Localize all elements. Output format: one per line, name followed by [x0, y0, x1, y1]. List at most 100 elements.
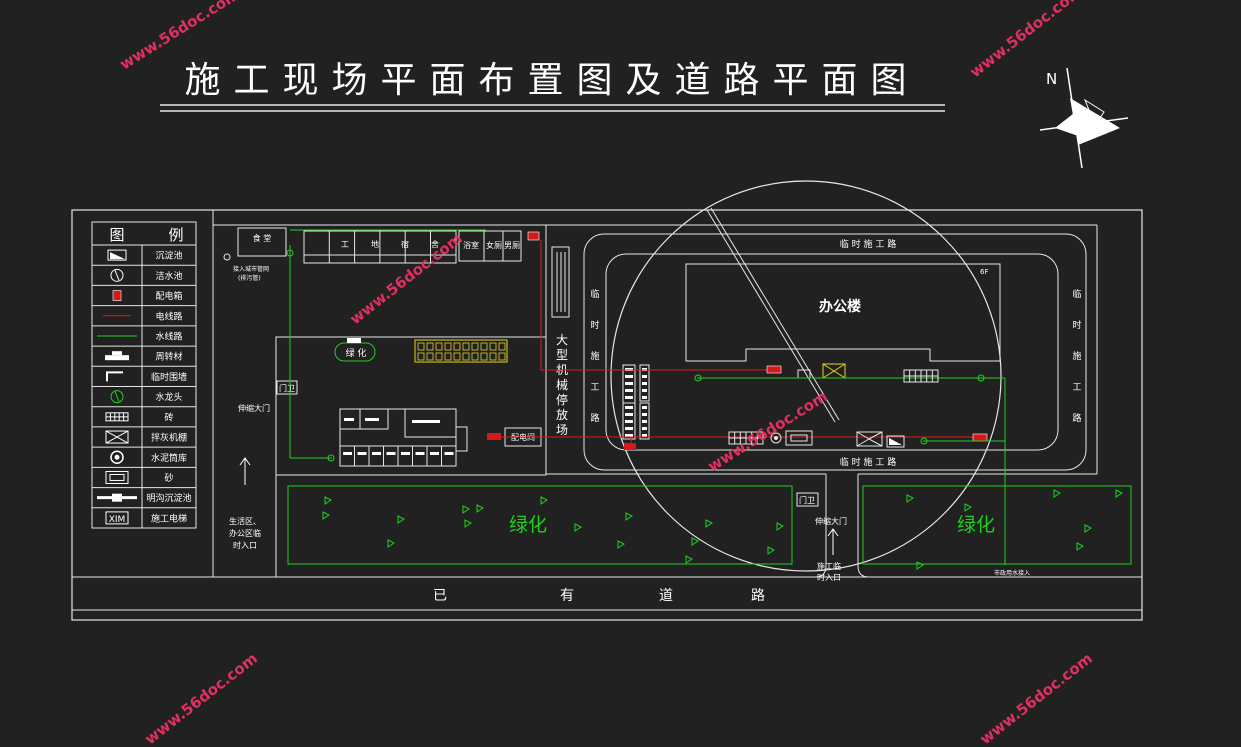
machinery-racks [551, 246, 570, 318]
machinery-yard-label: 械 [556, 377, 568, 392]
greening-area-1 [287, 485, 793, 565]
road-right-label: 路 [1072, 412, 1081, 424]
guard-box-right [796, 492, 819, 507]
watermark: www.56doc.com [141, 649, 261, 747]
tower-crane-radius [610, 180, 1002, 572]
legend-label: 明沟沉淀池 [146, 492, 191, 504]
existing-road-char-4: 路 [751, 588, 765, 604]
faucet-icon [694, 374, 702, 382]
sewer-note-1: 接入城市管网 [233, 265, 269, 273]
distribution-box-icon [624, 443, 636, 450]
tree-icon [767, 546, 775, 555]
distribution-box-icon [972, 433, 988, 442]
greening-2-label: 绿化 [957, 514, 995, 536]
tree-icon [397, 515, 405, 524]
existing-road-char-1: 已 [433, 588, 447, 604]
bath-label: 浴室 [463, 240, 479, 250]
tree-icon [776, 522, 784, 531]
left-entry-line-1: 生活区、 [229, 516, 261, 526]
machinery-yard-label: 放 [556, 407, 568, 422]
construction-elevator-icon: XIM [105, 511, 129, 525]
legend-label: 电线路 [155, 310, 182, 322]
material-rack [639, 402, 650, 440]
toilet-female-label: 女厕 [486, 240, 502, 250]
north-label: N [1046, 70, 1057, 88]
brick-icon [728, 431, 764, 445]
material-storage-yard [414, 339, 508, 363]
faucet-icon [327, 454, 335, 462]
temporary-road-inner [605, 253, 1059, 451]
watermark: www.56doc.com [966, 0, 1086, 81]
legend-title-1: 图 [109, 226, 124, 244]
material-rack [622, 402, 636, 440]
road-right-label: 工 [1072, 383, 1081, 393]
gate-right-label: 伸缩大门 [815, 516, 847, 526]
entry-arrow-left-icon [239, 457, 251, 485]
road-right-label: 临 [1072, 288, 1081, 300]
living-area-boundary [275, 336, 547, 476]
svg-text:XIM: XIM [109, 515, 126, 525]
legend-label: 临时围墙 [151, 371, 187, 383]
gate-left-label: 伸缩大门 [238, 403, 270, 413]
road-left-label: 时 [590, 319, 599, 331]
dorm-label: 工 [341, 240, 349, 249]
dorm-label: 地 [371, 239, 379, 249]
guard-label-right: 门卫 [799, 495, 815, 505]
distribution-box-icon [527, 231, 540, 241]
tree-icon [1053, 489, 1061, 498]
tree-icon [322, 511, 330, 520]
tree-icon [324, 496, 332, 505]
legend-title-2: 例 [168, 226, 183, 244]
faucet-icon [977, 374, 985, 382]
construction-entry-1: 施工临 [817, 561, 841, 571]
greening-area-2 [862, 485, 1132, 565]
existing-road-char-3: 道 [659, 588, 673, 604]
left-entry-line-2: 办公区临 [229, 528, 261, 538]
road-top-label: 临 时 施 工 路 [840, 238, 896, 250]
machinery-yard-label: 停 [556, 392, 568, 407]
sedimentation-tank-icon [886, 435, 905, 448]
road-right-label: 时 [1072, 319, 1081, 331]
cement-silo-icon [110, 450, 124, 464]
faucet-icon [286, 249, 294, 257]
left-entry-line-3: 时入口 [233, 540, 257, 550]
canteen-label: 食 堂 [253, 233, 272, 243]
machinery-yard-label: 场 [556, 423, 568, 437]
tree-icon [476, 504, 484, 513]
faucet-icon [920, 437, 928, 445]
tree-icon [617, 540, 625, 549]
tree-icon [1115, 489, 1123, 498]
tree-icon [625, 512, 633, 521]
guard-box-left [276, 380, 298, 395]
tree-icon [387, 539, 395, 548]
machinery-yard-label: 型 [556, 348, 568, 362]
material-rack [622, 364, 636, 404]
temporary-wall-icon [106, 371, 123, 382]
entry-arrow-right-icon [827, 528, 839, 555]
tree-icon [1084, 524, 1092, 533]
mortar-mixer-shed-icon [856, 431, 883, 447]
water-line-living [289, 245, 332, 459]
open-ditch-tank-icon [97, 493, 137, 502]
turnover-material-icon [347, 338, 361, 343]
site-boundary [71, 209, 1143, 621]
clean-water-pool-icon [110, 268, 124, 282]
site-office-block [339, 408, 468, 467]
distribution-box-icon [487, 433, 501, 440]
greening-1-label: 绿化 [509, 514, 547, 536]
tree-icon [574, 523, 582, 532]
drawing-title: 施工现场平面布置图及道路平面图 [184, 60, 919, 101]
tree-icon [916, 561, 924, 570]
north-arrow-icon: N [1039, 67, 1129, 169]
road-left-label: 工 [590, 383, 599, 393]
floor-mark: 6F [980, 268, 988, 276]
tree-icon [1076, 542, 1084, 551]
tree-icon [462, 505, 470, 514]
greening-small-label: 绿 化 [346, 347, 367, 359]
legend-label: 砖 [164, 411, 173, 423]
temporary-road-outer [583, 233, 1087, 471]
road-left-label: 路 [590, 412, 599, 424]
road-bottom-label: 临 时 施 工 路 [840, 456, 896, 468]
tree-icon [685, 555, 693, 564]
tree-icon [906, 494, 914, 503]
